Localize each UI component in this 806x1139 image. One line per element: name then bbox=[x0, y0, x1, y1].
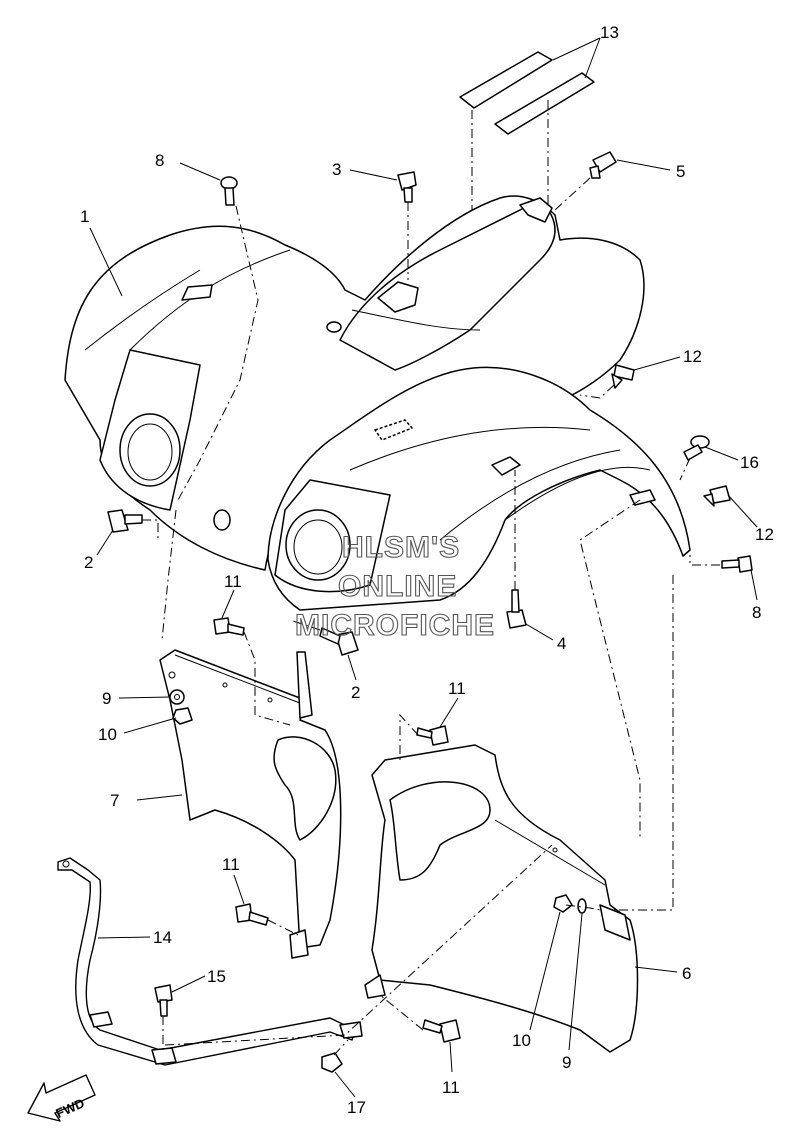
label-10-left: 10 bbox=[98, 725, 117, 744]
label-4: 4 bbox=[557, 634, 566, 653]
clip-5 bbox=[589, 151, 617, 179]
label-10-right: 10 bbox=[512, 1031, 531, 1050]
label-12-upper: 12 bbox=[683, 347, 702, 366]
leader-lines bbox=[89, 37, 758, 1098]
front-fender-assembly bbox=[64, 195, 645, 571]
label-13: 13 bbox=[600, 23, 619, 42]
label-9-right: 9 bbox=[562, 1053, 571, 1072]
label-7: 7 bbox=[110, 791, 119, 810]
bolt-11-c bbox=[235, 903, 269, 926]
watermark-line-2: ONLINE bbox=[338, 570, 457, 603]
label-5: 5 bbox=[676, 162, 685, 181]
bolt-11-a bbox=[213, 617, 245, 636]
bolt-11-d bbox=[422, 1019, 461, 1043]
front-panel-assembly bbox=[267, 366, 691, 611]
clip-12-lower bbox=[703, 485, 731, 507]
washer-9-left bbox=[169, 689, 185, 705]
label-1: 1 bbox=[80, 207, 89, 226]
label-6: 6 bbox=[682, 964, 691, 983]
bolt-2-left bbox=[107, 509, 143, 533]
label-15: 15 bbox=[207, 967, 226, 986]
clip-12-upper bbox=[611, 364, 635, 389]
watermark-line-1: HLSM'S bbox=[342, 531, 460, 564]
label-11-a: 11 bbox=[224, 572, 242, 591]
label-14: 14 bbox=[153, 928, 172, 947]
nut-10-right bbox=[553, 894, 573, 913]
label-12-lower: 12 bbox=[755, 525, 774, 544]
label-2-left: 2 bbox=[84, 553, 93, 572]
label-8-right: 8 bbox=[752, 603, 761, 622]
stay-bar bbox=[57, 857, 363, 1066]
watermark-line-3: MICROFICHE bbox=[295, 609, 495, 642]
washer-9-right bbox=[577, 898, 587, 914]
assembly-lines bbox=[142, 177, 720, 1056]
bolt-4 bbox=[506, 589, 527, 629]
label-9-left: 9 bbox=[102, 689, 111, 708]
bolt-8-top bbox=[220, 176, 238, 206]
label-3: 3 bbox=[332, 160, 341, 179]
left-side-guard bbox=[159, 649, 342, 959]
label-2-center: 2 bbox=[351, 683, 360, 702]
right-side-guard bbox=[364, 744, 639, 1053]
part-numbers: 1 2 2 3 4 5 6 7 8 8 9 9 10 10 11 11 11 1… bbox=[80, 23, 774, 1117]
bolt-11-b bbox=[416, 725, 449, 746]
nut-10-left bbox=[172, 707, 193, 725]
screw-16 bbox=[683, 435, 710, 461]
fasteners bbox=[107, 151, 753, 1073]
label-8-top: 8 bbox=[155, 151, 164, 170]
forward-direction-arrow: FWD bbox=[27, 1074, 96, 1122]
label-16: 16 bbox=[740, 453, 759, 472]
label-17: 17 bbox=[347, 1098, 366, 1117]
bolt-8-right bbox=[721, 555, 753, 573]
bolt-2-center bbox=[319, 627, 359, 656]
label-11-d: 11 bbox=[442, 1078, 460, 1097]
nut-17 bbox=[321, 1052, 343, 1073]
label-11-b: 11 bbox=[448, 679, 466, 698]
bolt-3 bbox=[397, 171, 417, 203]
label-11-c: 11 bbox=[222, 855, 240, 874]
watermark: HLSM'S ONLINE MICROFICHE bbox=[294, 530, 495, 642]
bolt-15 bbox=[154, 984, 173, 1017]
